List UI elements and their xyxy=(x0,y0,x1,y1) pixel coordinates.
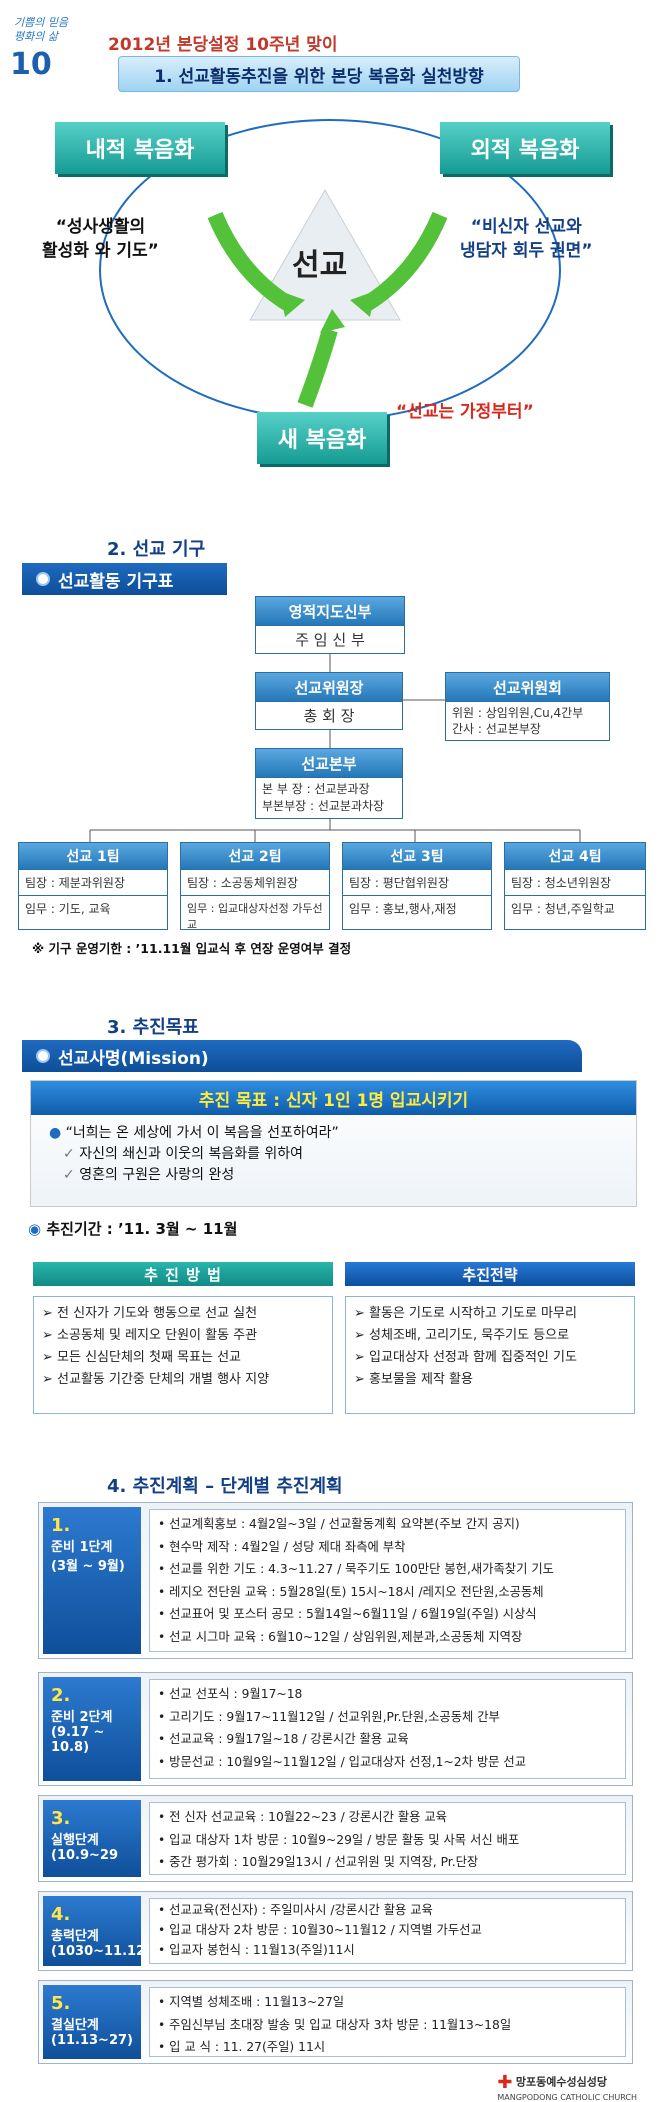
stage-item: • 입교 대상자 1차 방문 : 10월9~29일 / 방문 활동 및 사목 서… xyxy=(158,1832,520,1847)
bullet-icon xyxy=(36,572,50,586)
mission-line: ✓ 영혼의 구원은 사랑의 완성 xyxy=(63,1167,235,1183)
parish-logo: 기쁨의 믿음 평화의 삶 10 xyxy=(8,8,108,88)
org-chart-bar: 선교활동 기구표 xyxy=(22,563,227,595)
bottom-arrow xyxy=(297,327,338,408)
mission-line: ● “너희는 온 세상에 가서 이 복음을 선포하여라” xyxy=(49,1125,339,1141)
left-quote: “성사생활의 활성화 와 기도” xyxy=(42,217,159,261)
stage-1: 1. 준비 1단계 (3월 ~ 9월) • 선교계획홍보 : 4월2일~3일 /… xyxy=(38,1502,633,1659)
bullet-icon xyxy=(36,1049,50,1063)
stage-item: • 현수막 제작 : 4월2일 / 성당 제대 좌측에 부착 xyxy=(158,1539,406,1554)
section-1-title: 1. 선교활동추진을 위한 본당 복음화 실천방향 xyxy=(118,56,520,92)
parish-footer-logo: ✚ 망포동예수성심성당 MANGPODONG CATHOLIC CHURCH xyxy=(497,2072,637,2102)
stage-3: 3. 실행단계 (10.9~29 • 전 신자 선교교육 : 10월22~23 … xyxy=(38,1795,633,1882)
stage-item: • 입교 대상자 2차 방문 : 10월30~11월12 / 지역별 가두선교 xyxy=(158,1923,482,1937)
svg-text:10: 10 xyxy=(10,47,52,82)
mission-bar: 선교사명(Mission) xyxy=(22,1040,582,1072)
stage-item: • 고리기도 : 9월17~11월12일 / 선교위원,Pr.단원,소공동체 간… xyxy=(158,1709,500,1724)
org-committee-chair: 선교위원장 총 회 장 xyxy=(255,672,403,730)
section-2-title: 2. 선교 기구 xyxy=(107,539,206,560)
stage-item: • 선교계획홍보 : 4월2일~3일 / 선교활동계획 요약본(주보 간지 공지… xyxy=(158,1517,520,1531)
mission-center-label: 선교 xyxy=(292,248,348,283)
outer-evangelization-box: 외적 복음화 xyxy=(440,122,610,174)
svg-text:평화의 삶: 평화의 삶 xyxy=(14,30,60,43)
stage-item: • 선교표어 및 포스터 공모 : 5월14일~6월11일 / 6월19일(주일… xyxy=(158,1607,537,1621)
method-item: ➢ 모든 신심단체의 첫째 목표는 선교 xyxy=(42,1350,242,1365)
team-3: 선교 3팀 팀장 : 평단협위원장 임무 : 홍보,행사,재정 xyxy=(342,842,492,930)
strategy-item: ➢ 홍보물을 제작 활용 xyxy=(354,1372,473,1387)
heart-icon: ✚ xyxy=(497,2072,513,2093)
team-2: 선교 2팀 팀장 : 소공동체위원장 임무 : 입교대상자선정 가두선교 xyxy=(180,842,330,931)
method-panel: 추 진 방 법 ➢ 전 신자가 기도와 행동으로 선교 실천 ➢ 소공동체 및 … xyxy=(33,1262,333,1414)
stage-item: • 선교교육 : 9월17일~18 / 강론시간 활용 교육 xyxy=(158,1732,409,1746)
section-4-title: 4. 추진계획 – 단계별 추진계획 xyxy=(107,1476,343,1497)
stage-4: 4. 총력단계 (1030~11.12) • 선교교육(전신자) : 주일미사시… xyxy=(38,1891,633,1971)
stage-2: 2. 준비 2단계 (9.17 ~ 10.8) • 선교 선포식 : 9월17~… xyxy=(38,1672,633,1786)
org-spiritual-director: 영적지도신부 주 임 신 부 xyxy=(255,596,405,654)
stage-item: • 전 신자 선교교육 : 10월22~23 / 강론시간 활용 교육 xyxy=(158,1810,447,1824)
inner-evangelization-box: 내적 복음화 xyxy=(55,122,225,174)
svg-text:기쁨의 믿음: 기쁨의 믿음 xyxy=(14,16,69,29)
strategy-item: ➢ 활동은 기도로 시작하고 기도로 마무리 xyxy=(354,1306,577,1321)
org-note: ※ 기구 운영기한 : ’11.11월 입교식 후 연장 운영여부 결정 xyxy=(32,941,352,956)
goal-banner: 추진 목표 : 신자 1인 1명 입교시키기 xyxy=(31,1081,636,1115)
org-headquarters: 선교본부 본 부 장 : 선교분과장 부본부장 : 선교분과차장 xyxy=(255,748,403,819)
stage-item: • 입교자 봉헌식 : 11월13(주일)11시 xyxy=(158,1943,355,1957)
stage-item: • 선교를 위한 기도 : 4.3~11.27 / 묵주기도 100만단 봉헌,… xyxy=(158,1562,554,1576)
section-3-title: 3. 추진목표 xyxy=(107,1017,199,1038)
stage-item: • 중간 평가회 : 10월29일13시 / 선교위원 및 지역장, Pr.단장 xyxy=(158,1855,479,1869)
period-line: ◉ 추진기간 : ’11. 3월 ~ 11월 xyxy=(28,1220,238,1238)
new-evangelization-box: 새 복음화 xyxy=(257,412,387,464)
strategy-item: ➢ 입교대상자 선정과 함께 집중적인 기도 xyxy=(354,1350,577,1365)
anniversary-title: 2012년 본당설정 10주년 맞이 xyxy=(108,35,338,55)
stage-item: • 입 교 식 : 11. 27(주일) 11시 xyxy=(158,2040,326,2054)
stage-item: • 선교교육(전신자) : 주일미사시 /강론시간 활용 교육 xyxy=(158,1903,433,1917)
strategy-panel: 추진전략 ➢ 활동은 기도로 시작하고 기도로 마무리 ➢ 성체조배, 고리기도… xyxy=(345,1262,635,1414)
mission-line: ✓ 자신의 쇄신과 이웃의 복음화를 위하여 xyxy=(63,1146,304,1162)
left-arrow xyxy=(207,211,295,312)
team-4: 선교 4팀 팀장 : 청소년위원장 임무 : 청년,주일학교 xyxy=(504,842,646,930)
stage-item: • 방문선교 : 10월9일~11월12일 / 입교대상자 선정,1~2차 방문… xyxy=(158,1754,527,1769)
stage-item: • 주임신부님 초대장 발송 및 입교 대상자 3차 방문 : 11월13~18… xyxy=(158,2017,512,2032)
method-item: ➢ 전 신자가 기도와 행동으로 선교 실천 xyxy=(42,1306,258,1321)
bottom-quote: “선교는 가정부터” xyxy=(396,402,534,422)
pyramid-shape xyxy=(249,188,401,321)
strategy-item: ➢ 성체조배, 고리기도, 묵주기도 등으로 xyxy=(354,1328,570,1343)
right-arrow xyxy=(360,211,448,312)
stage-item: • 선교 시그마 교육 : 6월10~12일 / 상임위원,제분과,소공동체 지… xyxy=(158,1629,523,1644)
stage-item: • 레지오 전단원 교육 : 5월28일(토) 15시~18시 /레지오 전단원… xyxy=(158,1584,544,1599)
method-item: ➢ 선교활동 기간중 단체의 개별 행사 지양 xyxy=(42,1372,270,1387)
method-item: ➢ 소공동체 및 레지오 단원이 활동 주관 xyxy=(42,1328,258,1343)
target-icon: ◉ xyxy=(28,1220,42,1238)
right-quote: “비신자 선교와 냉담자 회두 권면” xyxy=(460,217,593,261)
team-1: 선교 1팀 팀장 : 제분과위원장 임무 : 기도, 교육 xyxy=(18,842,168,930)
org-committee: 선교위원회 위원 : 상임위원,Cu,4간부 간사 : 선교본부장 xyxy=(445,672,610,741)
mission-card: 추진 목표 : 신자 1인 1명 입교시키기 ● “너희는 온 세상에 가서 이… xyxy=(30,1080,637,1207)
stage-item: • 선교 선포식 : 9월17~18 xyxy=(158,1687,303,1701)
stage-5: 5. 결실단계 (11.13~27) • 지역별 성체조배 : 11월13~27… xyxy=(38,1980,633,2064)
stage-item: • 지역별 성체조배 : 11월13~27일 xyxy=(158,1995,345,2009)
